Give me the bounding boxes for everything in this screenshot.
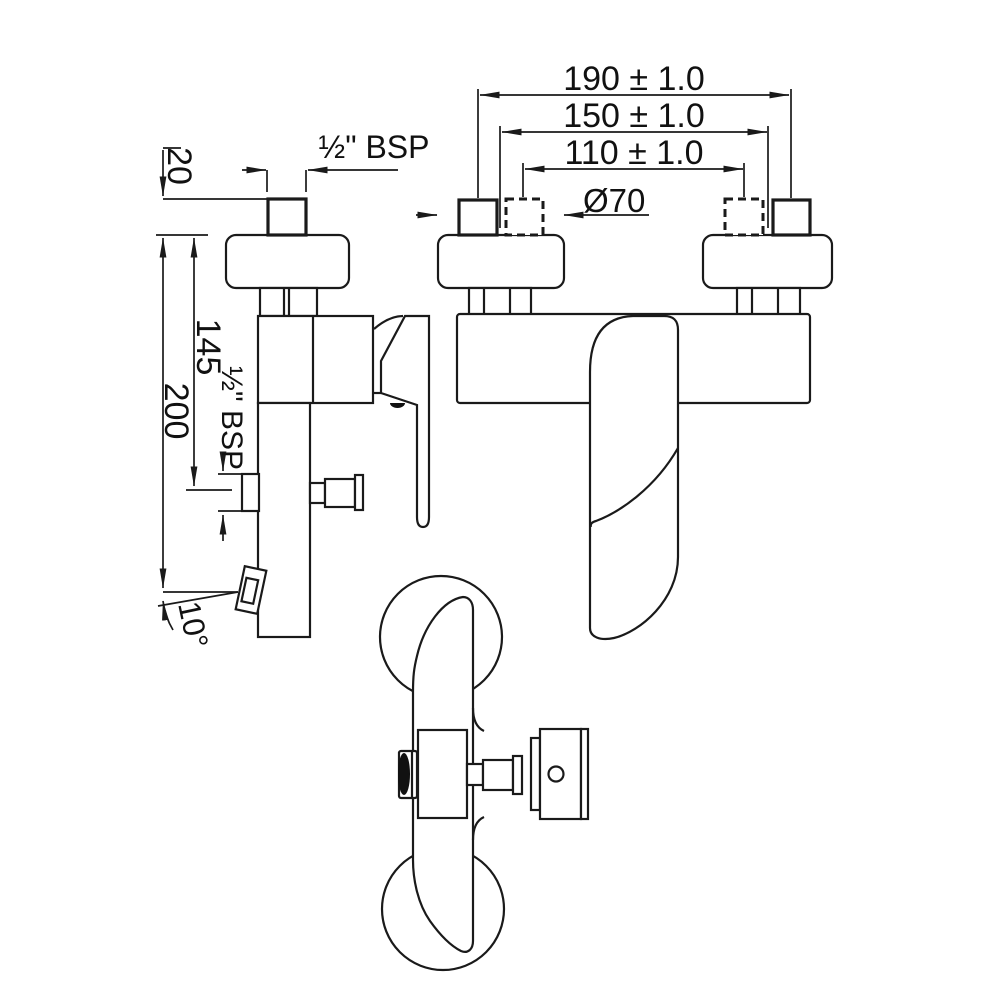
dimension-labels: 190 ± 1.0 150 ± 1.0 110 ± 1.0 Ø70 ½" BSP… bbox=[157, 60, 705, 651]
dim-190-label: 190 ± 1.0 bbox=[563, 60, 705, 98]
plan-diverter-knob bbox=[465, 754, 524, 796]
front-left-solid-stub bbox=[457, 198, 499, 237]
side-cartridge-dome bbox=[390, 403, 405, 408]
dim-10deg-label: 10° bbox=[171, 598, 215, 651]
dim-200-label: 200 bbox=[157, 383, 195, 440]
angle-slant-line bbox=[157, 591, 239, 607]
dim-150-label: 150 ± 1.0 bbox=[563, 97, 705, 135]
plan-handle-screw-hole bbox=[547, 765, 565, 783]
plan-spout-outlet bbox=[397, 749, 419, 800]
plan-view bbox=[378, 574, 590, 972]
dim-145-label: 145 bbox=[189, 319, 227, 376]
side-valve-body bbox=[256, 314, 375, 405]
plan-valve-block bbox=[416, 728, 469, 820]
front-right-flange bbox=[701, 233, 834, 290]
dim-20-label: 20 bbox=[160, 147, 198, 185]
side-view bbox=[224, 197, 431, 639]
side-hex-nut bbox=[258, 286, 319, 318]
side-lever-handle bbox=[373, 314, 431, 529]
plan-body-flare-top bbox=[471, 707, 485, 733]
side-diverter-knob bbox=[308, 473, 365, 512]
dim-bsp-side-label: ½" BSP bbox=[215, 366, 248, 470]
side-lower-body bbox=[256, 401, 312, 639]
front-view bbox=[436, 197, 834, 641]
extension-lines bbox=[477, 89, 792, 228]
front-right-dashed-stub bbox=[723, 197, 765, 237]
plan-body-flare-bottom bbox=[471, 815, 485, 841]
front-left-flange bbox=[436, 233, 566, 290]
dim-110-label: 110 ± 1.0 bbox=[564, 134, 703, 172]
front-right-hex-nut bbox=[735, 286, 802, 317]
dim-dia70-label: Ø70 bbox=[583, 182, 645, 219]
front-lever-handle bbox=[588, 314, 680, 641]
side-wall-flange bbox=[224, 233, 351, 290]
plan-handle-base bbox=[529, 727, 590, 821]
side-inlet-stub bbox=[266, 197, 308, 237]
angle-arc bbox=[162, 600, 174, 631]
front-left-dashed-stub bbox=[504, 197, 545, 237]
side-angled-spout bbox=[234, 564, 268, 616]
dimension-annotations bbox=[156, 89, 792, 631]
dim-bsp-top-label: ½" BSP bbox=[319, 129, 430, 165]
side-shower-outlet bbox=[240, 472, 261, 513]
front-left-hex-nut bbox=[467, 286, 533, 317]
front-right-solid-stub bbox=[771, 198, 812, 237]
